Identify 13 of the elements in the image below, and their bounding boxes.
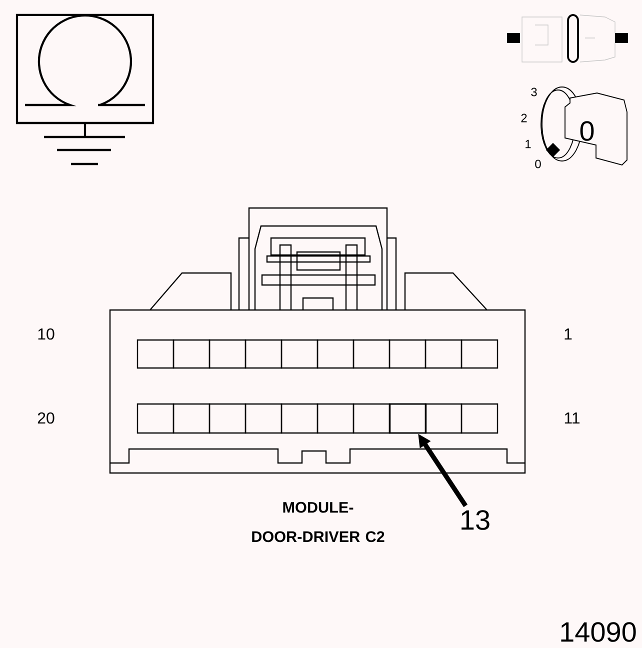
pin-number: 11 (564, 412, 580, 424)
dial-number: 1 (526, 140, 531, 148)
pin-cavity (389, 403, 427, 434)
dial-number: 0 (535, 160, 541, 168)
pin-number: 20 (38, 412, 54, 424)
key-position-number: 0 (580, 121, 594, 141)
pin-number: 10 (38, 328, 54, 340)
connector-caption: MODULE- DOOR-DRIVER C2 (252, 502, 384, 542)
pin-number: 1 (564, 328, 572, 340)
dial-number: 3 (531, 88, 537, 96)
figure-number: 14090 (561, 622, 636, 642)
callout-number: 13 (462, 510, 490, 530)
dial-number: 2 (521, 114, 527, 122)
